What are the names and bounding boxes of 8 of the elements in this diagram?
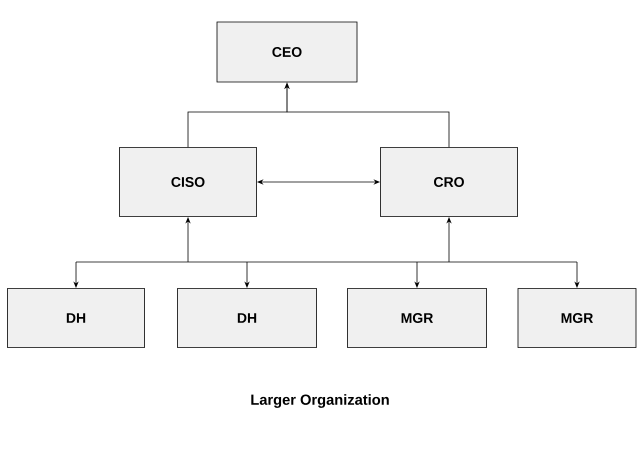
- org-box: CEO: [216, 22, 358, 82]
- org-box: DH: [177, 288, 317, 348]
- caption: Larger Organization: [251, 394, 389, 408]
- org-box: CRO: [380, 147, 518, 217]
- org-box: MGR: [518, 288, 636, 348]
- org-box: DH: [7, 288, 145, 348]
- org-box: CISO: [119, 147, 257, 217]
- org-box: MGR: [347, 288, 487, 348]
